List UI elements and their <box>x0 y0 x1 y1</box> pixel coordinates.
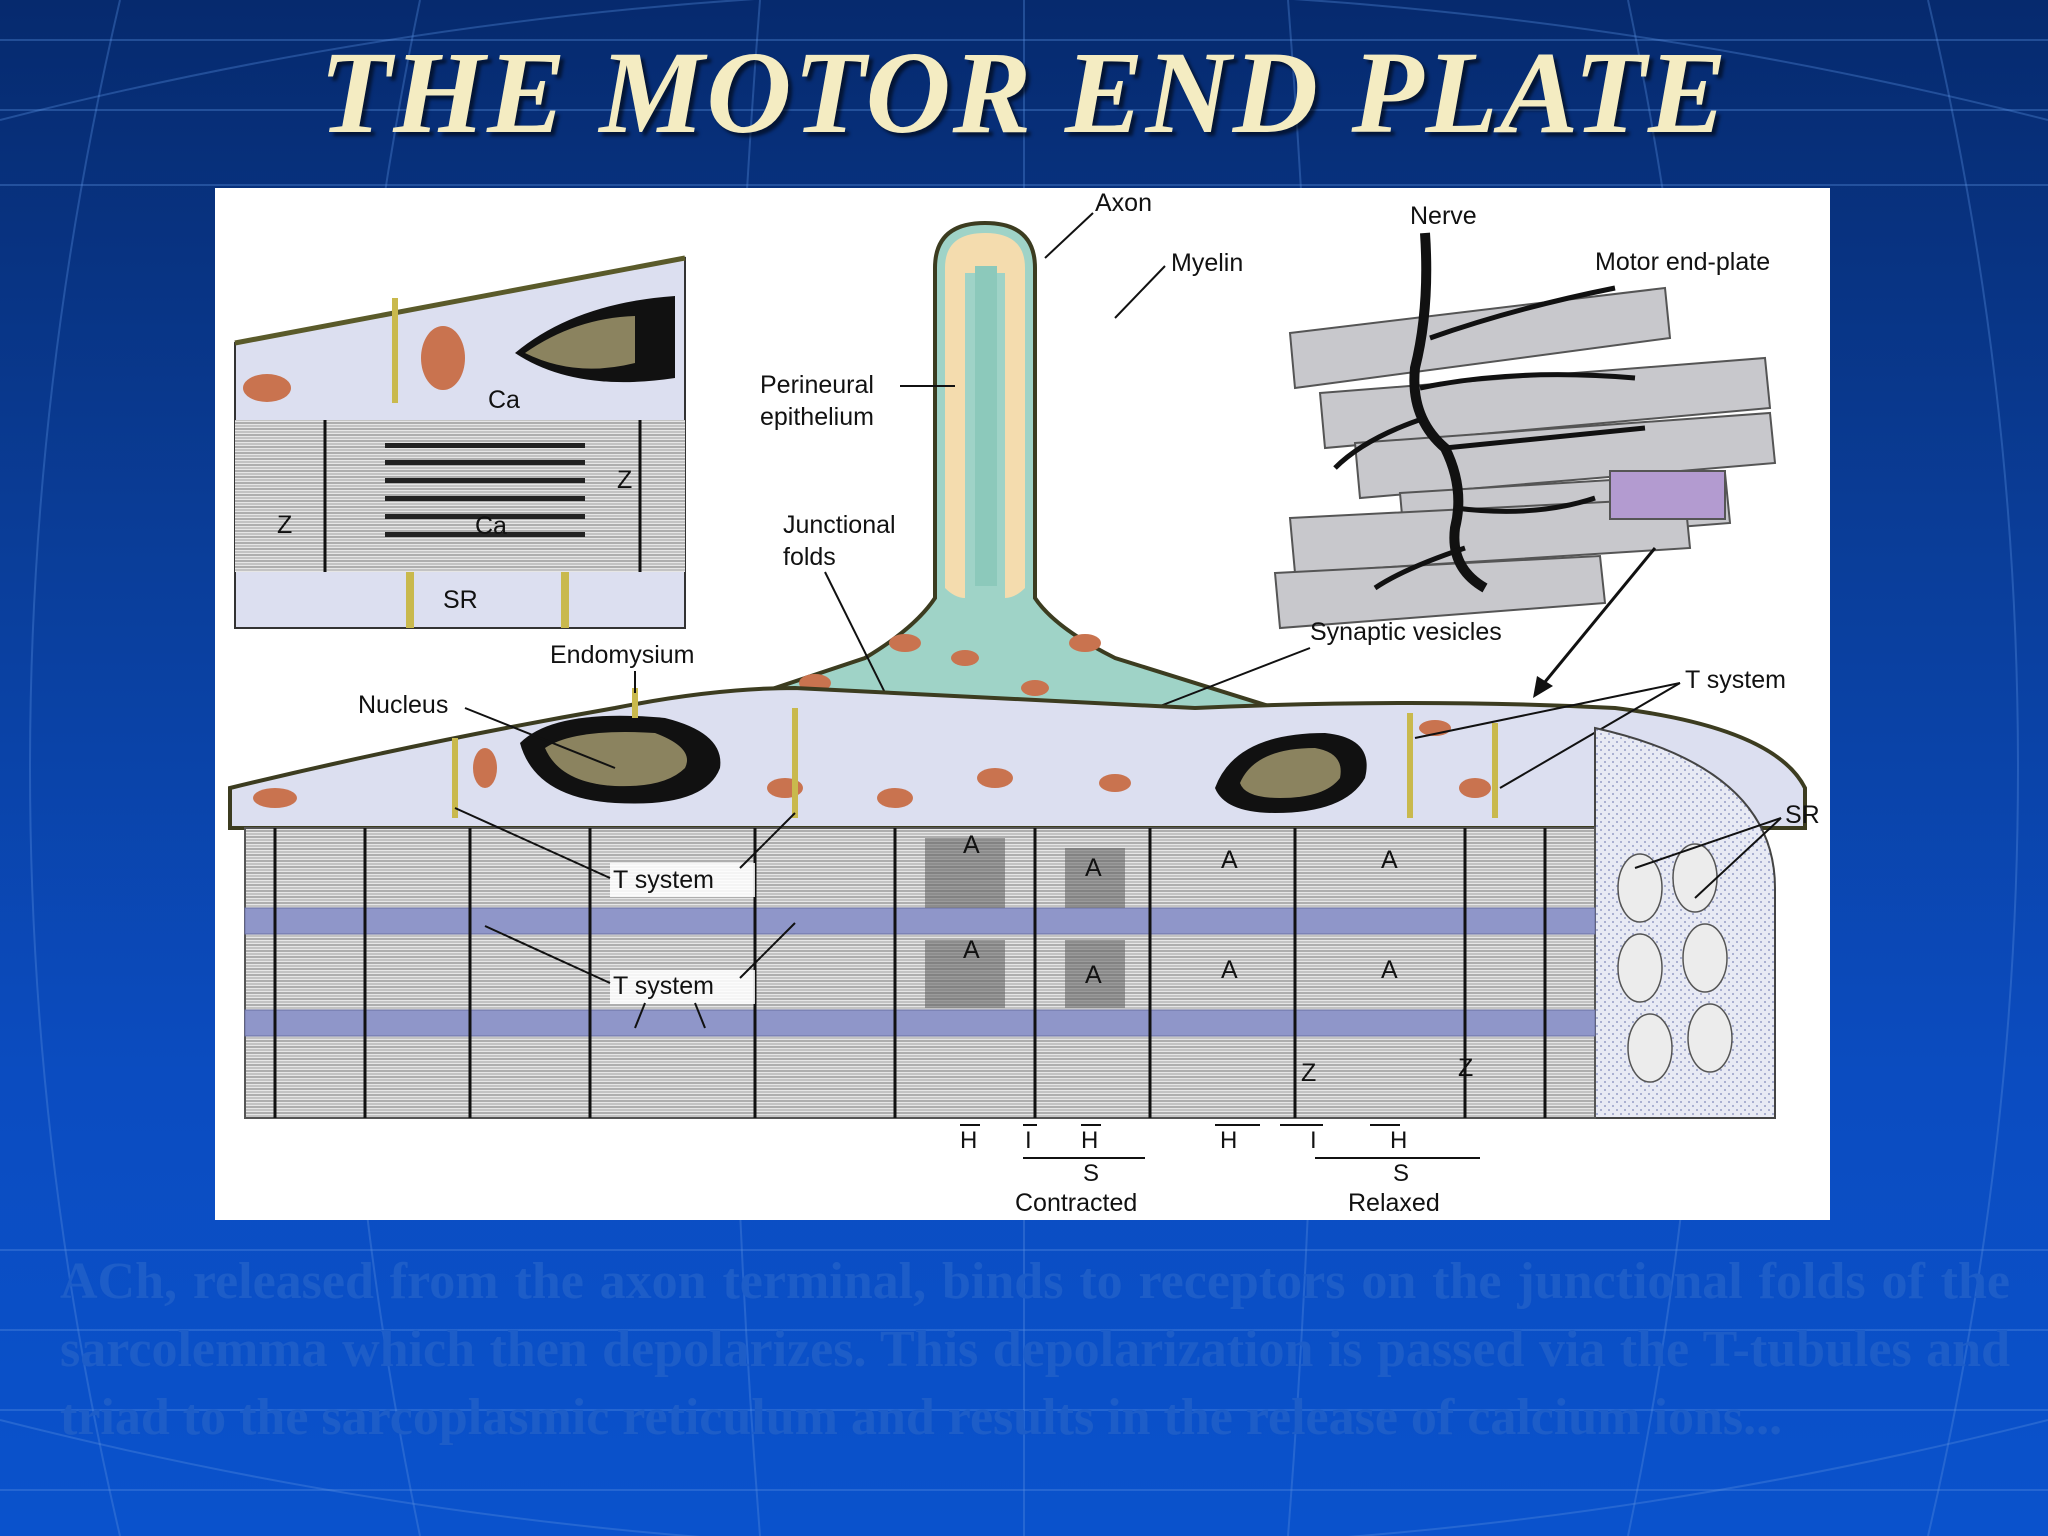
relaxed-label: Relaxed <box>1348 1189 1440 1217</box>
t-system-label-lower: T system <box>613 972 714 1000</box>
i-label-1: I <box>1025 1127 1032 1154</box>
sarcoplasmic-reticulum-region <box>1594 726 1776 1119</box>
sr-label-right: SR <box>1785 801 1820 829</box>
z-line-label-2: Z <box>1458 1054 1473 1082</box>
h-label-3: H <box>1220 1127 1237 1154</box>
perineural-label-line1: Perineural <box>760 371 874 399</box>
a-band-label-1: A <box>963 831 980 859</box>
h-label-4: H <box>1390 1127 1407 1154</box>
muscle-cell-surface <box>228 685 1807 830</box>
inset-sr-label: SR <box>443 586 478 614</box>
a-band-label-7: A <box>1221 956 1238 984</box>
slide-title: THE MOTOR END PLATE <box>319 27 1729 158</box>
motor-end-plate-label: Motor end-plate <box>1595 248 1770 276</box>
inset-ca-label: Ca <box>475 512 507 540</box>
a-band-label-3: A <box>1221 846 1238 874</box>
axon-label: Axon <box>1095 189 1152 217</box>
sarcomere-scale-bars <box>960 1124 1480 1159</box>
h-label-2: H <box>1081 1127 1098 1154</box>
inset-z-right-label: Z <box>617 466 632 494</box>
contracted-label: Contracted <box>1015 1189 1137 1217</box>
endomysium-label: Endomysium <box>550 641 695 669</box>
h-label-1: H <box>960 1127 977 1154</box>
myelin-label: Myelin <box>1171 249 1243 277</box>
i-label-2: I <box>1310 1127 1317 1154</box>
calcium-inset <box>234 255 686 629</box>
nucleus-label: Nucleus <box>358 691 448 719</box>
nerve-label: Nerve <box>1410 202 1477 230</box>
perineural-label-line2: epithelium <box>760 403 874 431</box>
inset-z-left-label: Z <box>277 511 292 539</box>
junctional-folds-label-line1: Junctional <box>783 511 896 539</box>
s-label-2: S <box>1393 1160 1409 1187</box>
motor-end-plate-figure: Ca Ca Z Z SR Axon Myelin Perineural epit… <box>215 188 1830 1220</box>
inset-ca-label-top: Ca <box>488 386 520 414</box>
a-band-label-4: A <box>1381 846 1398 874</box>
junctional-folds-label-line2: folds <box>783 543 836 571</box>
s-label-1: S <box>1083 1160 1099 1187</box>
t-system-label-upper: T system <box>613 866 714 894</box>
t-system-label-right: T system <box>1685 666 1786 694</box>
z-line-label-1: Z <box>1301 1059 1316 1087</box>
a-band-label-8: A <box>1381 956 1398 984</box>
nerve-fibers-illustration <box>1273 232 1777 698</box>
synaptic-vesicles-label: Synaptic vesicles <box>1310 618 1502 646</box>
a-band-label-2: A <box>1085 854 1102 882</box>
slide-caption: ACh, released from the axon terminal, bi… <box>60 1253 2010 1446</box>
a-band-label-6: A <box>1085 961 1102 989</box>
a-band-label-5: A <box>963 936 980 964</box>
